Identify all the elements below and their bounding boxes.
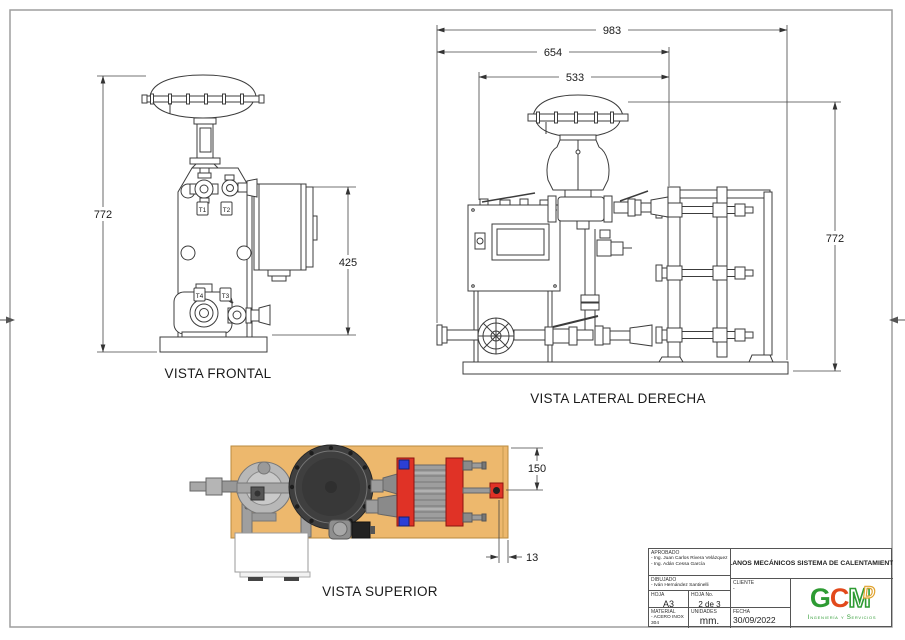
dim-533-value: 533: [566, 72, 584, 84]
fecha-label: FECHA: [733, 609, 750, 615]
drawing-title: PLANOS MECÁNICOS SISTEMA DE CALENTAMIENT…: [731, 560, 893, 567]
logo-letter-c: C: [829, 582, 849, 613]
dim-13: [486, 500, 522, 563]
hoja-no-value: 2 de 3: [698, 600, 721, 608]
material-value: - ACERO INOX 304: [651, 615, 684, 626]
dim-983-value: 983: [603, 25, 621, 37]
unidades-value: mm.: [699, 616, 720, 627]
logo-cell: GCMD Ingeniería y Servicios: [791, 579, 893, 628]
lateral-view-drawing: [436, 94, 789, 375]
hoja-label: HOJA: [651, 592, 665, 598]
dim-425-value: 425: [339, 257, 357, 269]
hoja-no-cell: HOJA No. 2 de 3: [689, 591, 731, 608]
logo-letter-m: M: [848, 582, 872, 613]
dim-772-lateral-value: 772: [826, 233, 844, 245]
dim-533: [478, 70, 670, 200]
fecha-cell: FECHA 30/09/2022: [731, 608, 791, 628]
aprobado-name-2: - Ing. Adán Cessa García: [651, 561, 705, 567]
unidades-cell: UNIDADES mm.: [689, 608, 731, 628]
lateral-view-label: VISTA LATERAL DERECHA: [530, 391, 706, 406]
cliente-cell: CLIENTE -: [731, 579, 791, 608]
aprobado-label: APROBADO: [651, 550, 680, 556]
dim-654: [436, 45, 670, 186]
logo-letter-d: D: [861, 582, 876, 602]
title-block: APROBADO - Ing. Juan Carlos Rivera Veláz…: [648, 548, 893, 628]
svg-text:T1: T1: [199, 207, 207, 214]
aprobado-cell: APROBADO - Ing. Juan Carlos Rivera Veláz…: [649, 549, 731, 576]
unidades-label: UNIDADES: [691, 609, 717, 615]
hoja-value: A3: [662, 599, 674, 608]
tag-t3: T3: [219, 287, 232, 302]
dim-772-front: [88, 75, 157, 353]
material-label: MATERIAL: [651, 609, 676, 615]
aprobado-name-1: - Ing. Juan Carlos Rivera Velázquez: [651, 556, 728, 561]
dim-772-front-value: 772: [94, 209, 112, 221]
dim-150: [506, 447, 552, 491]
svg-text:T3: T3: [222, 293, 230, 300]
dim-654-value: 654: [544, 47, 562, 59]
dim-425: [272, 186, 363, 336]
tag-t4: T4: [193, 287, 206, 302]
top-view-drawing: [189, 444, 509, 581]
logo-tagline: Ingeniería y Servicios: [807, 613, 877, 621]
dibujado-name: - Iván Hernández Santinelli: [651, 583, 709, 588]
dim-983: [436, 23, 788, 360]
dibujado-label: DIBUJADO: [651, 577, 677, 583]
hoja-cell: HOJA A3: [649, 591, 689, 608]
hx-clamps: [398, 459, 410, 527]
front-view-drawing: T1 T2 T4 T3: [141, 74, 318, 353]
material-cell: MATERIAL - ACERO INOX 304: [649, 608, 689, 628]
tag-t1: T1: [196, 201, 209, 216]
top-view-label: VISTA SUPERIOR: [322, 584, 438, 599]
tag-t2: T2: [220, 201, 233, 216]
dim-13-value: 13: [526, 552, 538, 564]
fecha-value: 30/09/2022: [733, 615, 776, 625]
cliente-label: CLIENTE: [733, 580, 755, 586]
dim-150-value: 150: [528, 463, 546, 475]
logo-letter-g: G: [809, 582, 831, 613]
center-mark-right: [889, 316, 905, 324]
dim-772-lateral: [628, 101, 851, 372]
front-view-label: VISTA FRONTAL: [165, 366, 272, 381]
gcm-logo: GCMD Ingeniería y Servicios: [793, 580, 891, 627]
center-mark-left: [0, 316, 15, 324]
cliente-value: -: [733, 586, 735, 592]
dibujado-cell: DIBUJADO - Iván Hernández Santinelli: [649, 576, 731, 591]
svg-text:T4: T4: [196, 293, 204, 300]
svg-text:T2: T2: [223, 207, 231, 214]
drawing-title-cell: PLANOS MECÁNICOS SISTEMA DE CALENTAMIENT…: [731, 549, 893, 579]
hoja-no-label: HOJA No.: [691, 592, 714, 598]
